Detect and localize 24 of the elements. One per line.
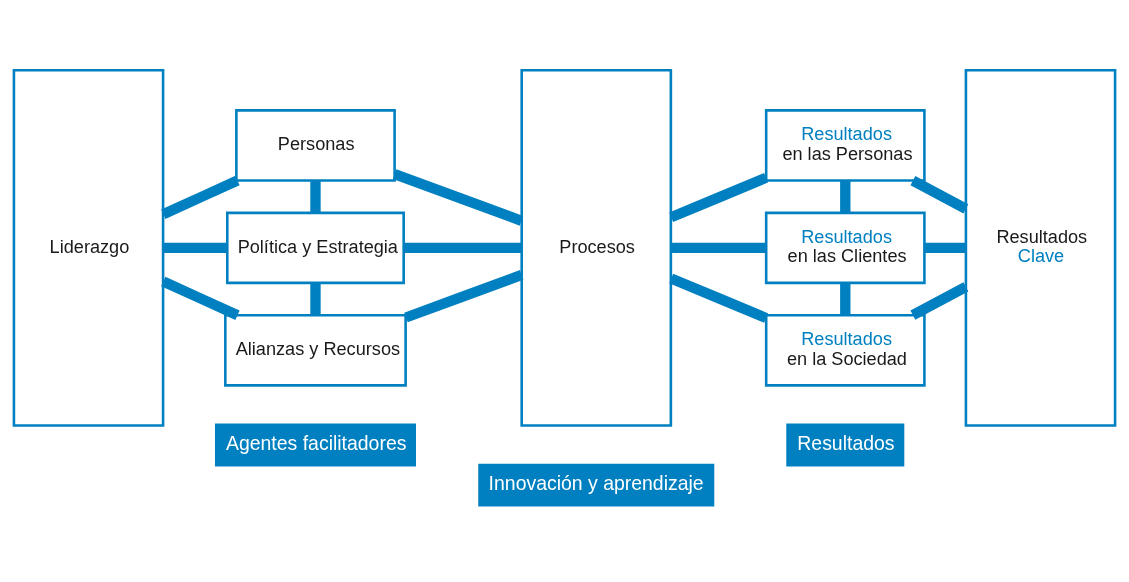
connector [840,180,851,213]
label: Agentes facilitadores [225,432,407,455]
connector [924,242,966,254]
connector [310,180,321,213]
connector [910,176,969,214]
connector [161,175,240,220]
connector [840,283,851,316]
node-box: Alianzas y Recursos [224,314,407,387]
connector [671,242,767,254]
node-box: Resultados en las Clientes [764,211,926,285]
label: Innovación y aprendizaje [488,472,704,495]
node-box: Resultados en las Personas [764,109,926,182]
connector [910,282,969,320]
label: Resultados [797,432,895,455]
connector [310,283,321,316]
connector [161,276,240,321]
connector [163,242,228,254]
node-box: Resultados Clave [964,68,1117,427]
connector [404,242,522,254]
node-box: Resultados en la Sociedad [764,314,926,387]
node-box: Procesos [520,68,673,427]
node-box: Política y Estrategia [226,211,405,285]
node-box: Liderazgo [12,68,165,427]
node-box: Personas [235,109,396,182]
